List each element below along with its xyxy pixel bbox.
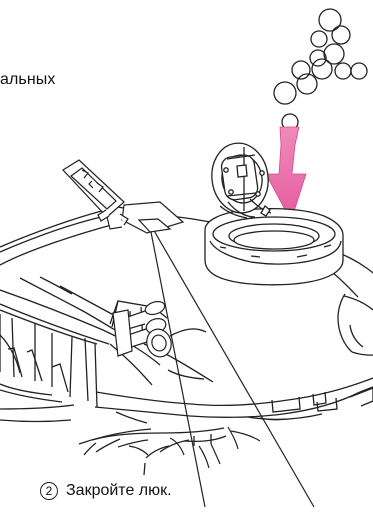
step-instruction: 2 Закройте люк. — [40, 481, 172, 501]
turret — [205, 209, 343, 285]
instruction-fragment: альных — [0, 70, 56, 90]
step-text: Закройте люк. — [66, 481, 172, 501]
down-arrow-icon — [266, 127, 306, 221]
step-number-badge: 2 — [40, 482, 58, 500]
bubble-cluster — [274, 9, 367, 130]
hatch-lid — [207, 139, 272, 218]
